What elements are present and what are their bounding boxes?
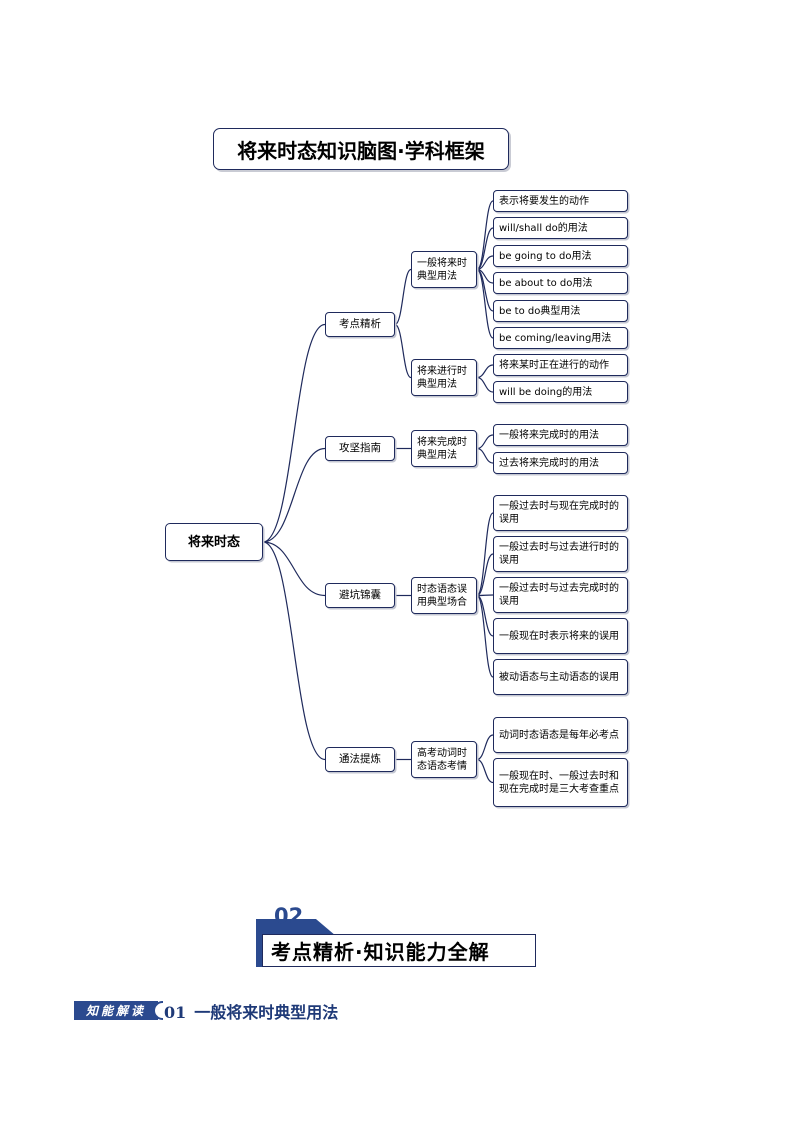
connector-line <box>476 434 494 450</box>
topic-node-future-simple: 一般将来时典型用法 <box>411 251 477 288</box>
leaf-node: be about to do用法 <box>493 272 628 294</box>
leaf-node: 一般现在时表示将来的误用 <box>493 618 628 654</box>
leaf-node: be to do典型用法 <box>493 300 628 322</box>
connector-line <box>476 512 494 597</box>
connector-line <box>476 255 494 271</box>
connector-line <box>476 594 494 597</box>
branch-node-gongjian: 攻坚指南 <box>325 436 395 461</box>
section-number: 02 <box>274 904 304 928</box>
branch-node-kaodian: 考点精析 <box>325 312 395 337</box>
leaf-node: 一般过去时与过去完成时的误用 <box>493 577 628 613</box>
connector-line <box>262 447 326 543</box>
connector-line <box>476 553 494 597</box>
subsection-title: 一般将来时典型用法 <box>194 1003 339 1022</box>
leaf-node: will/shall do的用法 <box>493 217 628 239</box>
leaf-node: be going to do用法 <box>493 245 628 267</box>
topic-node-future-progressive: 将来进行时典型用法 <box>411 359 477 396</box>
connector-line <box>476 594 494 637</box>
leaf-node: 表示将要发生的动作 <box>493 190 628 212</box>
connector-line <box>476 758 494 784</box>
mindmap-root-node: 将来时态 <box>165 523 263 561</box>
topic-node-misuse-cases: 时态语态误用典型场合 <box>411 577 477 614</box>
topic-node-future-perfect: 将来完成时典型用法 <box>411 430 477 467</box>
connector-line <box>262 541 326 597</box>
leaf-node: 一般现在时、一般过去时和现在完成时是三大考查重点 <box>493 758 628 807</box>
branch-node-tongfa: 通法提炼 <box>325 747 395 772</box>
leaf-node: 被动语态与主动语态的误用 <box>493 659 628 695</box>
connector-line <box>476 227 494 271</box>
subsection-badge: 知能解读 <box>74 1001 158 1020</box>
connector-line <box>476 200 494 271</box>
connector-line <box>476 268 494 339</box>
mindmap-title: 将来时态知识脑图·学科框架 <box>213 128 509 170</box>
section-number-backdrop: 02 <box>256 904 316 928</box>
leaf-node: 动词时态语态是每年必考点 <box>493 717 628 753</box>
section-accent-bar <box>256 930 262 967</box>
section-title: 考点精析·知识能力全解 <box>262 934 536 967</box>
leaf-node: 一般过去时与过去进行时的误用 <box>493 536 628 572</box>
leaf-node: will be doing的用法 <box>493 381 628 403</box>
connector-line <box>262 541 326 761</box>
connector-line <box>476 364 494 379</box>
connector-line <box>476 376 494 393</box>
branch-node-bikeng: 避坑锦囊 <box>325 583 395 608</box>
subsection-badge-cap <box>153 1001 163 1020</box>
connector-line <box>476 594 494 678</box>
leaf-node: 一般将来完成时的用法 <box>493 424 628 446</box>
connector-line <box>394 268 412 326</box>
connector-line <box>262 323 326 543</box>
leaf-node: 将来某时正在进行的动作 <box>493 354 628 376</box>
leaf-node: 一般过去时与现在完成时的误用 <box>493 495 628 531</box>
section-number-tab <box>256 917 336 936</box>
subsection-number: 01 <box>164 1003 187 1022</box>
connector-line <box>476 734 494 761</box>
topic-node-exam-situation: 高考动词时态语态考情 <box>411 741 477 778</box>
leaf-node: 过去将来完成时的用法 <box>493 452 628 474</box>
subsection-heading: 01 一般将来时典型用法 <box>164 999 338 1023</box>
connector-line <box>394 323 412 379</box>
connector-line <box>476 447 494 464</box>
leaf-node: be coming/leaving用法 <box>493 327 628 349</box>
